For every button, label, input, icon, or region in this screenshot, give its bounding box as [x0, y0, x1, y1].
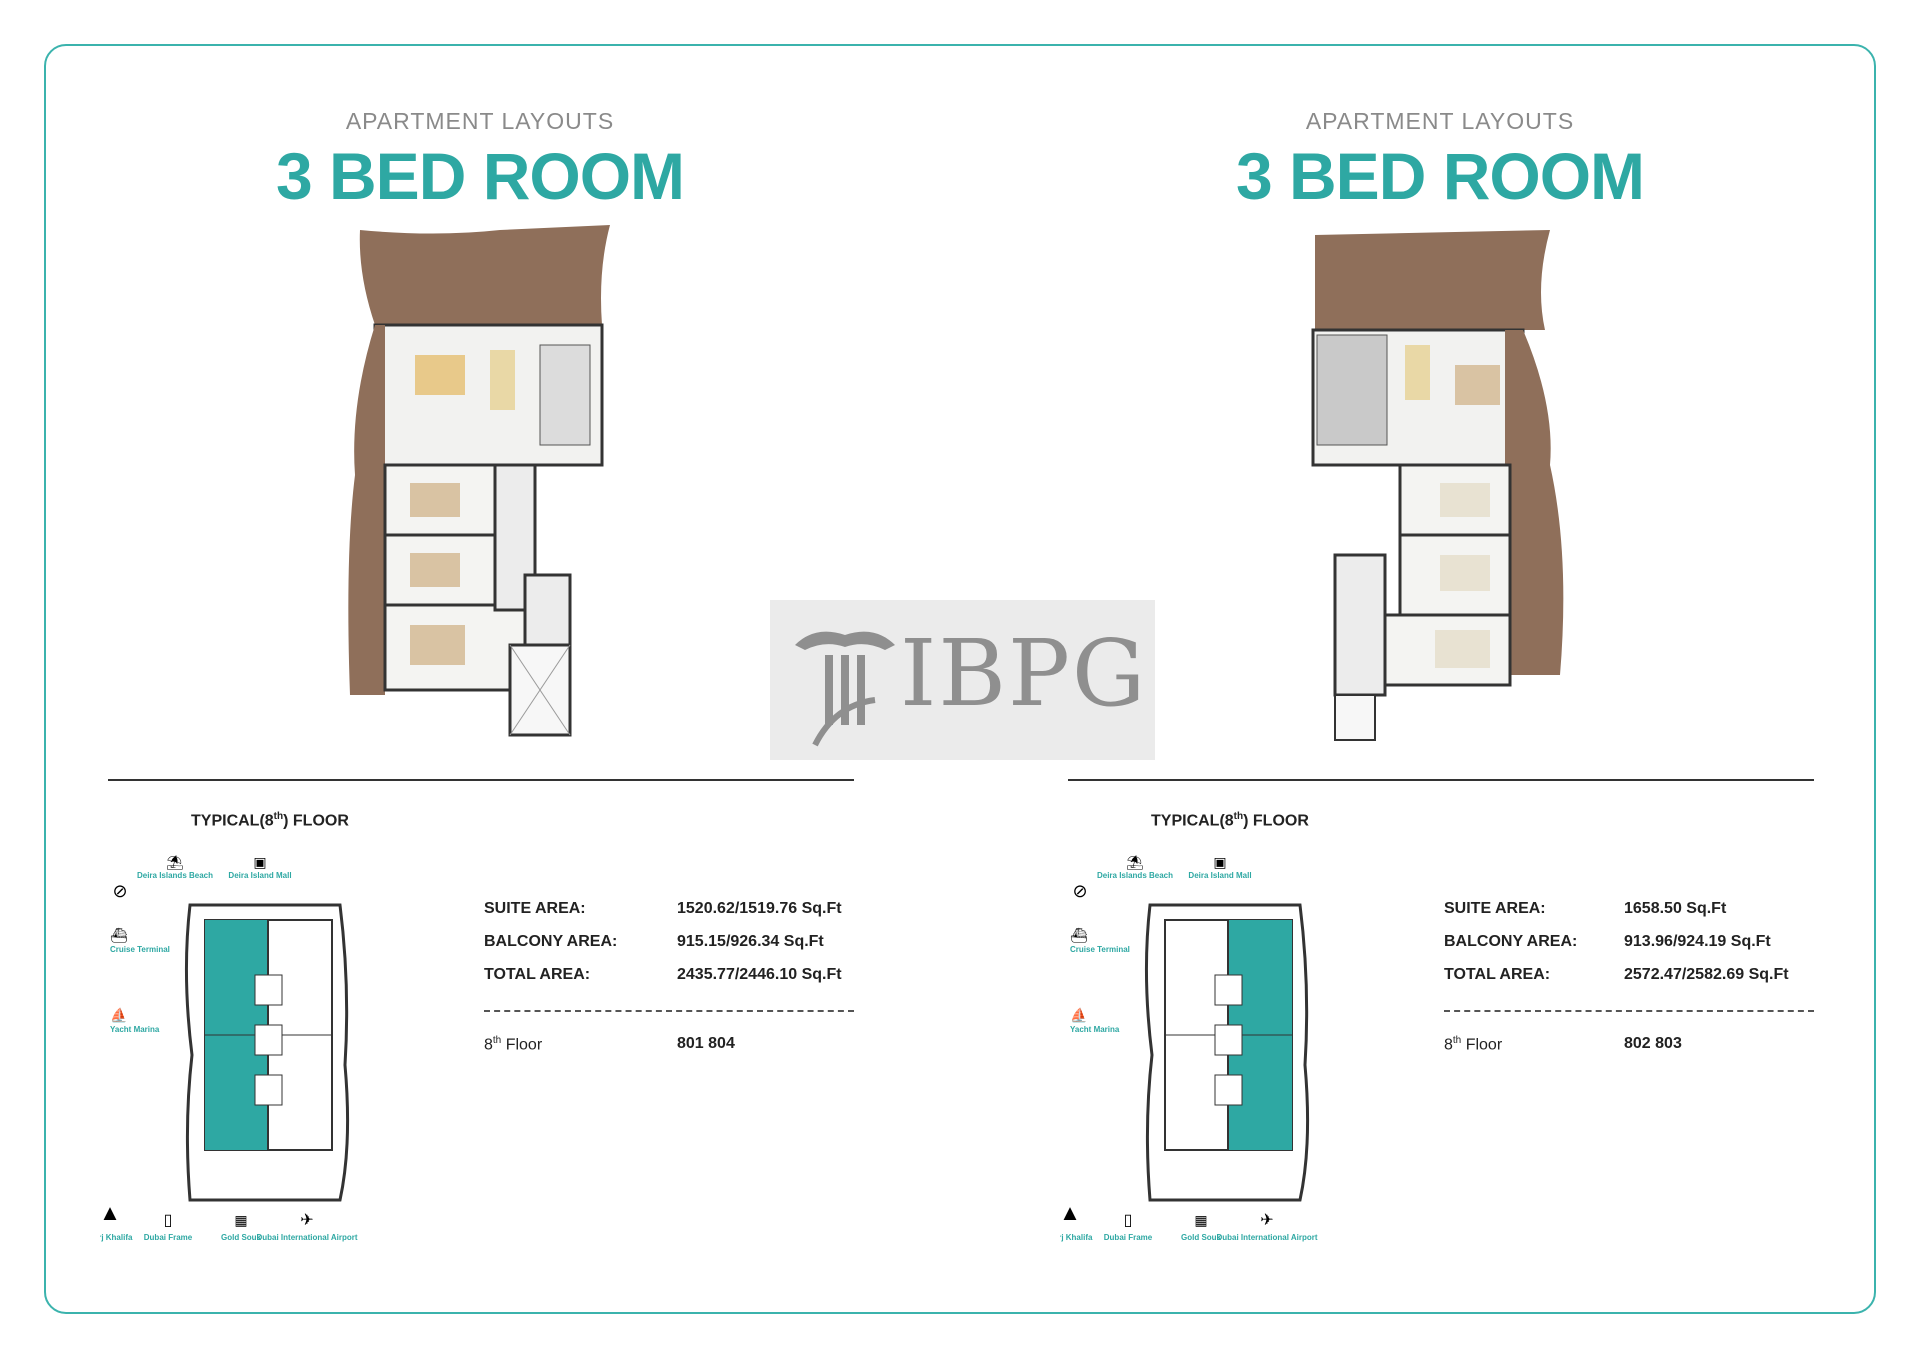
ship-icon: ⛴: [110, 927, 128, 943]
beach-icon: ⛱: [1126, 854, 1144, 870]
balcony-area-label: BALCONY AREA:: [1444, 933, 1578, 950]
bedroom-2: [383, 533, 497, 607]
watermark-logo: IBPG: [770, 600, 1155, 760]
bed-master: [410, 625, 465, 665]
dining-table: [490, 350, 515, 410]
key-plan-map: ⛱ Deira Islands Beach ▣ Deira Island Mal…: [1060, 854, 1318, 1242]
poi-label-mall: Deira Island Mall: [1188, 871, 1251, 880]
balcony-side: [1505, 330, 1564, 675]
core-block: [1214, 1074, 1243, 1106]
bed-2: [410, 553, 460, 587]
bed-2: [1440, 555, 1490, 591]
beach-icon: ⛱: [166, 854, 184, 870]
compass-icon: ⊘: [112, 881, 127, 901]
poi-label-cruise: Cruise Terminal: [110, 945, 170, 954]
total-area-label: TOTAL AREA:: [1444, 966, 1551, 983]
dining-table: [1405, 345, 1430, 400]
section-divider: [108, 779, 854, 781]
tower-icon: ▲: [100, 1200, 121, 1225]
balcony-top: [1315, 230, 1550, 330]
kitchen: [1316, 334, 1388, 446]
mall-icon: ▣: [1213, 854, 1226, 870]
poi-label-marina: Yacht Marina: [110, 1025, 160, 1034]
frame-icon: ▯: [164, 1212, 173, 1229]
balcony-side: [348, 325, 385, 695]
section-kicker: APARTMENT LAYOUTS: [345, 108, 615, 134]
typical-floor-label: TYPICAL(8th) FLOOR: [1151, 811, 1309, 830]
unit-floor-label: 8th Floor: [484, 1035, 543, 1054]
total-area-value: 2435.77/2446.10 Sq.Ft: [677, 966, 842, 983]
tower-icon: ▲: [1060, 1200, 1081, 1225]
poi-label-airport: Dubai International Airport: [256, 1233, 357, 1242]
poi-label-cruise: Cruise Terminal: [1070, 945, 1130, 954]
poi-label-burj: Burj Khalifa: [1060, 1233, 1093, 1242]
poi-label-mall: Deira Island Mall: [228, 871, 291, 880]
unit-floor-label: 8th Floor: [1444, 1035, 1503, 1054]
frame-icon: ▯: [1124, 1212, 1133, 1229]
unit-numbers: 802 803: [1624, 1035, 1682, 1052]
gold-icon: ▦: [1194, 1212, 1207, 1228]
page-border: [44, 44, 1876, 1314]
core-block: [254, 1024, 283, 1056]
suite-area-label: SUITE AREA:: [484, 900, 586, 917]
yacht-icon: ⛵: [1070, 1007, 1087, 1024]
core-block: [254, 1074, 283, 1106]
gold-icon: ▦: [234, 1212, 247, 1228]
core-block: [254, 974, 283, 1006]
total-area-label: TOTAL AREA:: [484, 966, 591, 983]
poi-label-frame: Dubai Frame: [144, 1233, 193, 1242]
balcony-area-value: 913.96/924.19 Sq.Ft: [1624, 933, 1771, 950]
floor-plan-image: [348, 225, 610, 737]
suite-area-value: 1520.62/1519.76 Sq.Ft: [677, 900, 842, 917]
balcony-top: [359, 225, 610, 325]
total-area-value: 2572.47/2582.69 Sq.Ft: [1624, 966, 1789, 983]
poi-label-beach: Deira Islands Beach: [137, 871, 213, 880]
typical-floor-label: TYPICAL(8th) FLOOR: [191, 811, 349, 830]
bathroom: [523, 573, 572, 657]
poi-label-souk: Gold Souk: [221, 1233, 262, 1242]
poi-label-burj: Burj Khalifa: [100, 1233, 133, 1242]
suite-area-label: SUITE AREA:: [1444, 900, 1546, 917]
section-divider: [1068, 779, 1814, 781]
layout-title: 3 BED ROOM: [275, 139, 685, 213]
living-furniture: [415, 355, 465, 395]
key-plan-map: ⛱ Deira Islands Beach ▣ Deira Island Mal…: [100, 854, 358, 1242]
layout-panel-left: APARTMENT LAYOUTS 3 BED ROOM TYPICAL(8th…: [100, 108, 854, 1242]
compass-icon: ⊘: [1072, 881, 1087, 901]
layout-title: 3 BED ROOM: [1235, 139, 1645, 213]
ship-icon: ⛴: [1070, 927, 1088, 943]
balcony-area-value: 915.15/926.34 Sq.Ft: [677, 933, 824, 950]
core-block: [1214, 1024, 1243, 1056]
poi-label-marina: Yacht Marina: [1070, 1025, 1120, 1034]
section-kicker: APARTMENT LAYOUTS: [1305, 108, 1575, 134]
bed-1: [1440, 483, 1490, 517]
living-furniture: [1455, 365, 1500, 405]
column-icon: [795, 631, 895, 747]
dashed-divider: [1444, 1010, 1814, 1012]
service-room: [1334, 694, 1376, 741]
core-block: [1214, 974, 1243, 1006]
airplane-icon: ✈: [300, 1212, 313, 1229]
bed-master: [1435, 630, 1490, 668]
floor-plan-image: [1311, 230, 1564, 741]
bed-1: [410, 483, 460, 517]
poi-label-souk: Gold Souk: [1181, 1233, 1222, 1242]
layout-panel-right: APARTMENT LAYOUTS 3 BED ROOM TYPICAL(8th…: [960, 0, 1920, 1357]
airplane-icon: ✈: [1260, 1212, 1273, 1229]
corridor: [1333, 553, 1387, 697]
mall-icon: ▣: [253, 854, 266, 870]
kitchen: [539, 344, 591, 446]
poi-label-beach: Deira Islands Beach: [1097, 871, 1173, 880]
poi-label-frame: Dubai Frame: [1104, 1233, 1153, 1242]
poi-label-airport: Dubai International Airport: [1216, 1233, 1317, 1242]
balcony-area-label: BALCONY AREA:: [484, 933, 618, 950]
unit-numbers: 801 804: [677, 1035, 735, 1052]
watermark-text: IBPG: [900, 620, 1148, 727]
yacht-icon: ⛵: [110, 1007, 127, 1024]
suite-area-value: 1658.50 Sq.Ft: [1624, 900, 1727, 917]
dashed-divider: [484, 1010, 854, 1012]
lift-cross: [509, 644, 571, 736]
